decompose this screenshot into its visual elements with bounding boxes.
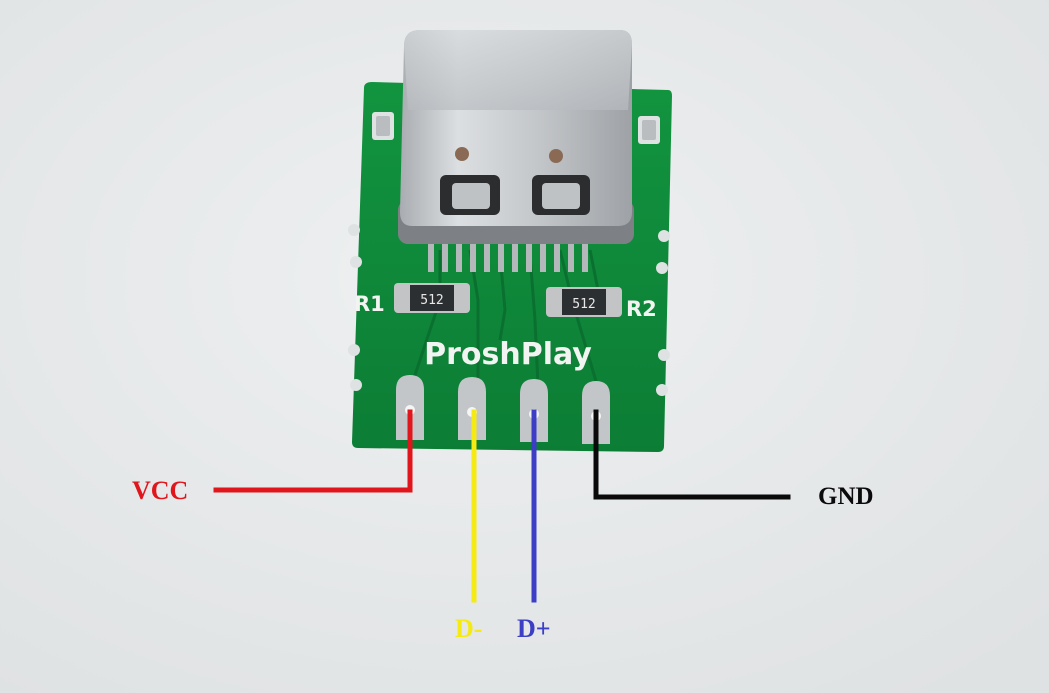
connector-pin-pads: [428, 238, 588, 272]
resistor-r2-designator: R2: [626, 297, 657, 321]
resistor-r2: 512: [546, 287, 622, 317]
wires: [213, 409, 791, 603]
resistor-r1: 512: [394, 283, 470, 313]
pin-label-d-minus: D-: [455, 614, 483, 643]
pin-label-gnd: GND: [818, 483, 874, 510]
board-brand: ProshPlay: [424, 337, 592, 372]
resistor-r1-designator: R1: [354, 292, 385, 316]
resistor-r2-code: 512: [572, 297, 595, 312]
pin-label-d-plus: D+: [517, 614, 551, 643]
usb-c-connector: [398, 30, 634, 244]
wire-vcc: [213, 409, 413, 493]
header-pads: [396, 375, 610, 444]
wire-gnd: [593, 409, 791, 500]
resistor-r1-code: 512: [420, 293, 443, 308]
pin-label-vcc: VCC: [132, 476, 189, 505]
